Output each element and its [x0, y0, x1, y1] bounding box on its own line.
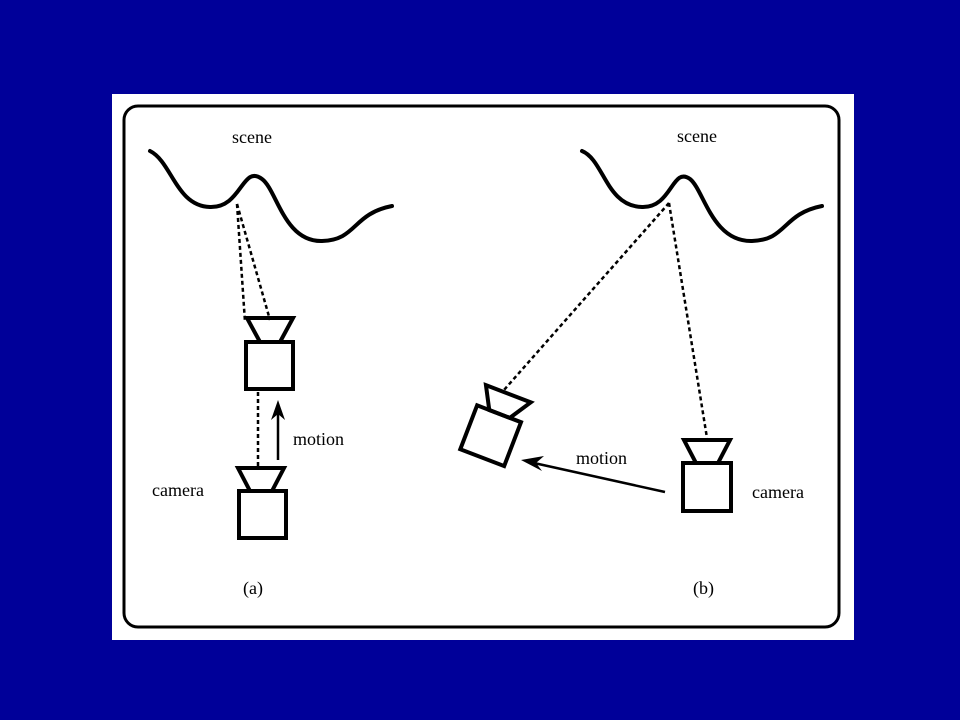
- diagram-a: scene: [148, 127, 394, 599]
- camera-icon-a-upper: [243, 316, 297, 391]
- diagram-b: scene: [457, 126, 824, 599]
- camera-icon-a-lower: [234, 466, 288, 540]
- camera-icon-b-moved: [457, 382, 535, 469]
- camera-label-a: camera: [152, 480, 204, 500]
- scene-surface-a: [148, 149, 394, 244]
- caption-a: (a): [243, 578, 263, 599]
- camera-icon-b-start: [680, 438, 734, 513]
- figure-frame: [122, 104, 841, 629]
- motion-arrow-b: [521, 456, 666, 494]
- sight-line-b-1: [503, 202, 670, 391]
- motion-arrow-a: [271, 400, 285, 460]
- caption-b: (b): [693, 578, 714, 599]
- figure-svg: scene: [122, 104, 841, 629]
- camera-label-b: camera: [752, 482, 804, 502]
- figure-panel: scene: [112, 94, 854, 640]
- sight-line-b-2: [667, 202, 709, 439]
- motion-label-b: motion: [576, 448, 627, 468]
- sight-line-a-1: [235, 203, 247, 323]
- motion-label-a: motion: [293, 429, 344, 449]
- sight-line-a-2: [235, 203, 272, 321]
- scene-label-a: scene: [232, 127, 272, 147]
- scene-label-b: scene: [677, 126, 717, 146]
- scene-surface-b: [580, 149, 824, 244]
